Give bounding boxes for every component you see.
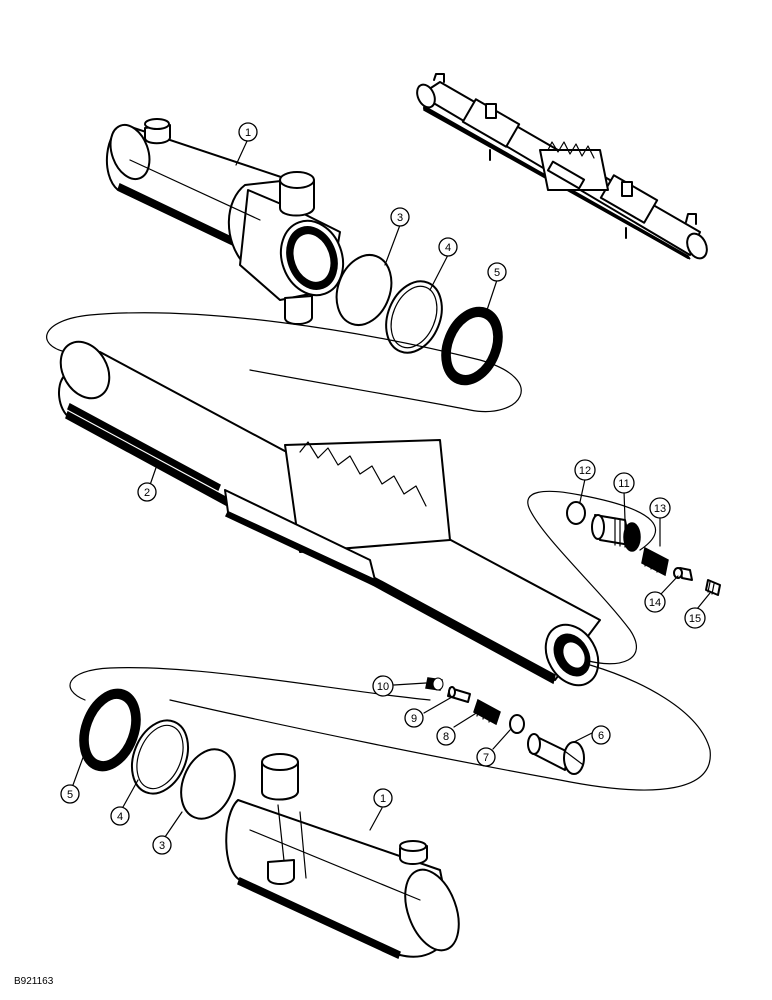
callout-4-lower: 4 — [110, 806, 130, 826]
callout-number: 13 — [654, 503, 666, 515]
barrel-lower — [225, 753, 460, 960]
callout-number: 6 — [598, 730, 604, 742]
backup-ring-lower — [131, 719, 189, 795]
callout-number: 12 — [579, 465, 591, 477]
callout-number: 5 — [494, 267, 500, 279]
valve-parts-right — [566, 501, 721, 596]
callout-1-upper: 1 — [238, 122, 258, 142]
callout-number: 4 — [117, 811, 123, 823]
callout-13: 13 — [649, 497, 671, 519]
callout-number: 2 — [144, 487, 150, 499]
callout-10: 10 — [372, 675, 394, 697]
callout-number: 4 — [445, 242, 451, 254]
lower-left-loop-line — [69, 667, 431, 701]
right-loop-line — [527, 490, 657, 665]
wiper-seal-lower — [79, 688, 141, 772]
callout-8: 8 — [436, 726, 456, 746]
callout-number: 14 — [649, 597, 661, 609]
callout-2: 2 — [137, 482, 157, 502]
callout-11: 11 — [613, 472, 635, 494]
callout-7: 7 — [476, 747, 496, 767]
callout-3-lower: 3 — [152, 835, 172, 855]
lower-right-loop-line — [169, 664, 711, 791]
callout-number: 3 — [159, 840, 165, 852]
callout-4-upper: 4 — [438, 237, 458, 257]
callout-3-upper: 3 — [390, 207, 410, 227]
callout-1-lower: 1 — [373, 788, 393, 808]
callout-number: 1 — [245, 127, 251, 139]
callout-number: 1 — [380, 793, 386, 805]
leader-lines — [72, 138, 711, 838]
o-ring-lower — [180, 748, 236, 820]
callout-number: 7 — [483, 752, 489, 764]
callout-number: 9 — [411, 713, 417, 725]
barrel-upper — [105, 118, 345, 325]
o-ring-upper — [335, 254, 393, 326]
callout-number: 11 — [618, 478, 629, 490]
callout-6: 6 — [591, 725, 611, 745]
upper-loop-line — [46, 312, 522, 413]
callout-14: 14 — [644, 591, 666, 613]
figure-id: B921163 — [14, 976, 54, 987]
callout-15: 15 — [684, 607, 706, 629]
callout-12: 12 — [574, 459, 596, 481]
callout-number: 8 — [443, 731, 449, 743]
callout-number: 10 — [377, 681, 389, 693]
callout-9: 9 — [404, 708, 424, 728]
valve-parts-left — [425, 677, 585, 775]
rack-piston — [58, 340, 601, 687]
callout-number: 3 — [397, 212, 403, 224]
wiper-seal-upper — [441, 306, 503, 386]
backup-ring-upper — [385, 280, 443, 354]
callout-number: 5 — [67, 789, 73, 801]
assembled-cylinder-inset — [416, 73, 708, 260]
callouts: 1 3 4 5 2 12 11 13 14 15 10 9 8 7 6 5 4 … — [60, 122, 706, 855]
callout-5-upper: 5 — [487, 262, 507, 282]
callout-number: 15 — [689, 613, 701, 625]
callout-5-lower: 5 — [60, 784, 80, 804]
